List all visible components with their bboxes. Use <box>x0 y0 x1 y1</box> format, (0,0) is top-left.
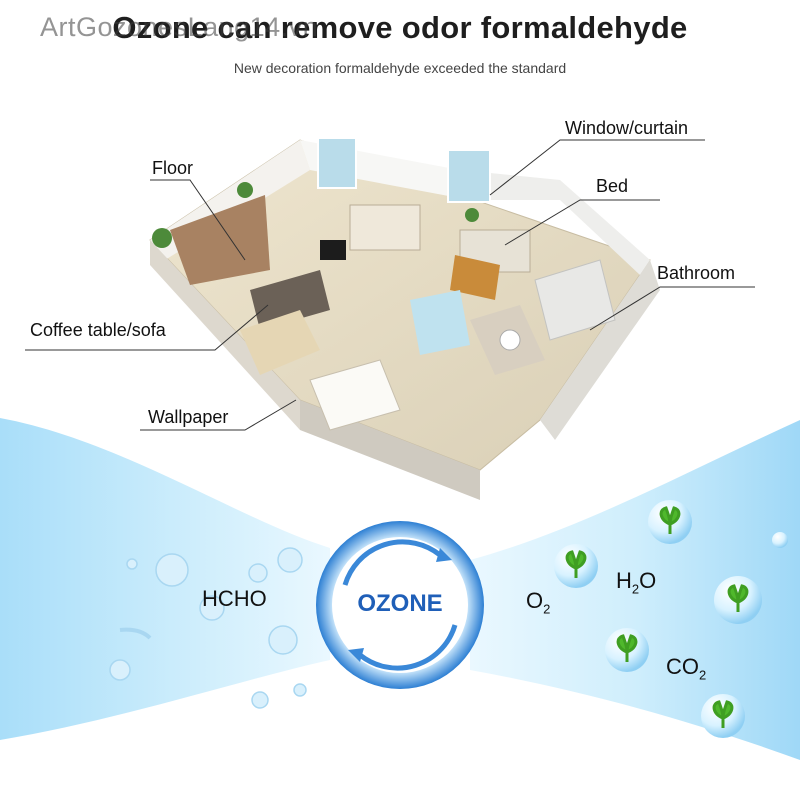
watermark: ArtGozonesLang14.vn <box>40 12 319 42</box>
hcho-label: HCHO <box>202 586 267 611</box>
apartment-icon <box>149 137 660 500</box>
ozone-ring <box>316 521 484 689</box>
page-title: Ozone can remove odor formaldehyde <box>112 10 688 45</box>
callout-bathroom: Bathroom <box>657 263 736 283</box>
h2o-label: H2O <box>616 568 657 597</box>
ozone-label: OZONE <box>357 590 443 617</box>
callout-bed: Bed <box>596 176 629 196</box>
callout-floor: Floor <box>152 158 194 178</box>
leaf-bubbles <box>554 500 788 738</box>
o2-label: O2 <box>526 588 551 617</box>
co2-label: CO2 <box>666 654 707 683</box>
callout-window-curtain: Window/curtain <box>565 118 689 138</box>
pollutant-particles <box>109 547 307 709</box>
callout-wallpaper: Wallpaper <box>148 407 229 427</box>
callout-lines <box>25 139 755 431</box>
airflow-right <box>470 420 800 760</box>
callout-coffee-table-sofa: Coffee table/sofa <box>30 320 166 340</box>
page-subtitle: New decoration formaldehyde exceeded the… <box>233 60 567 76</box>
